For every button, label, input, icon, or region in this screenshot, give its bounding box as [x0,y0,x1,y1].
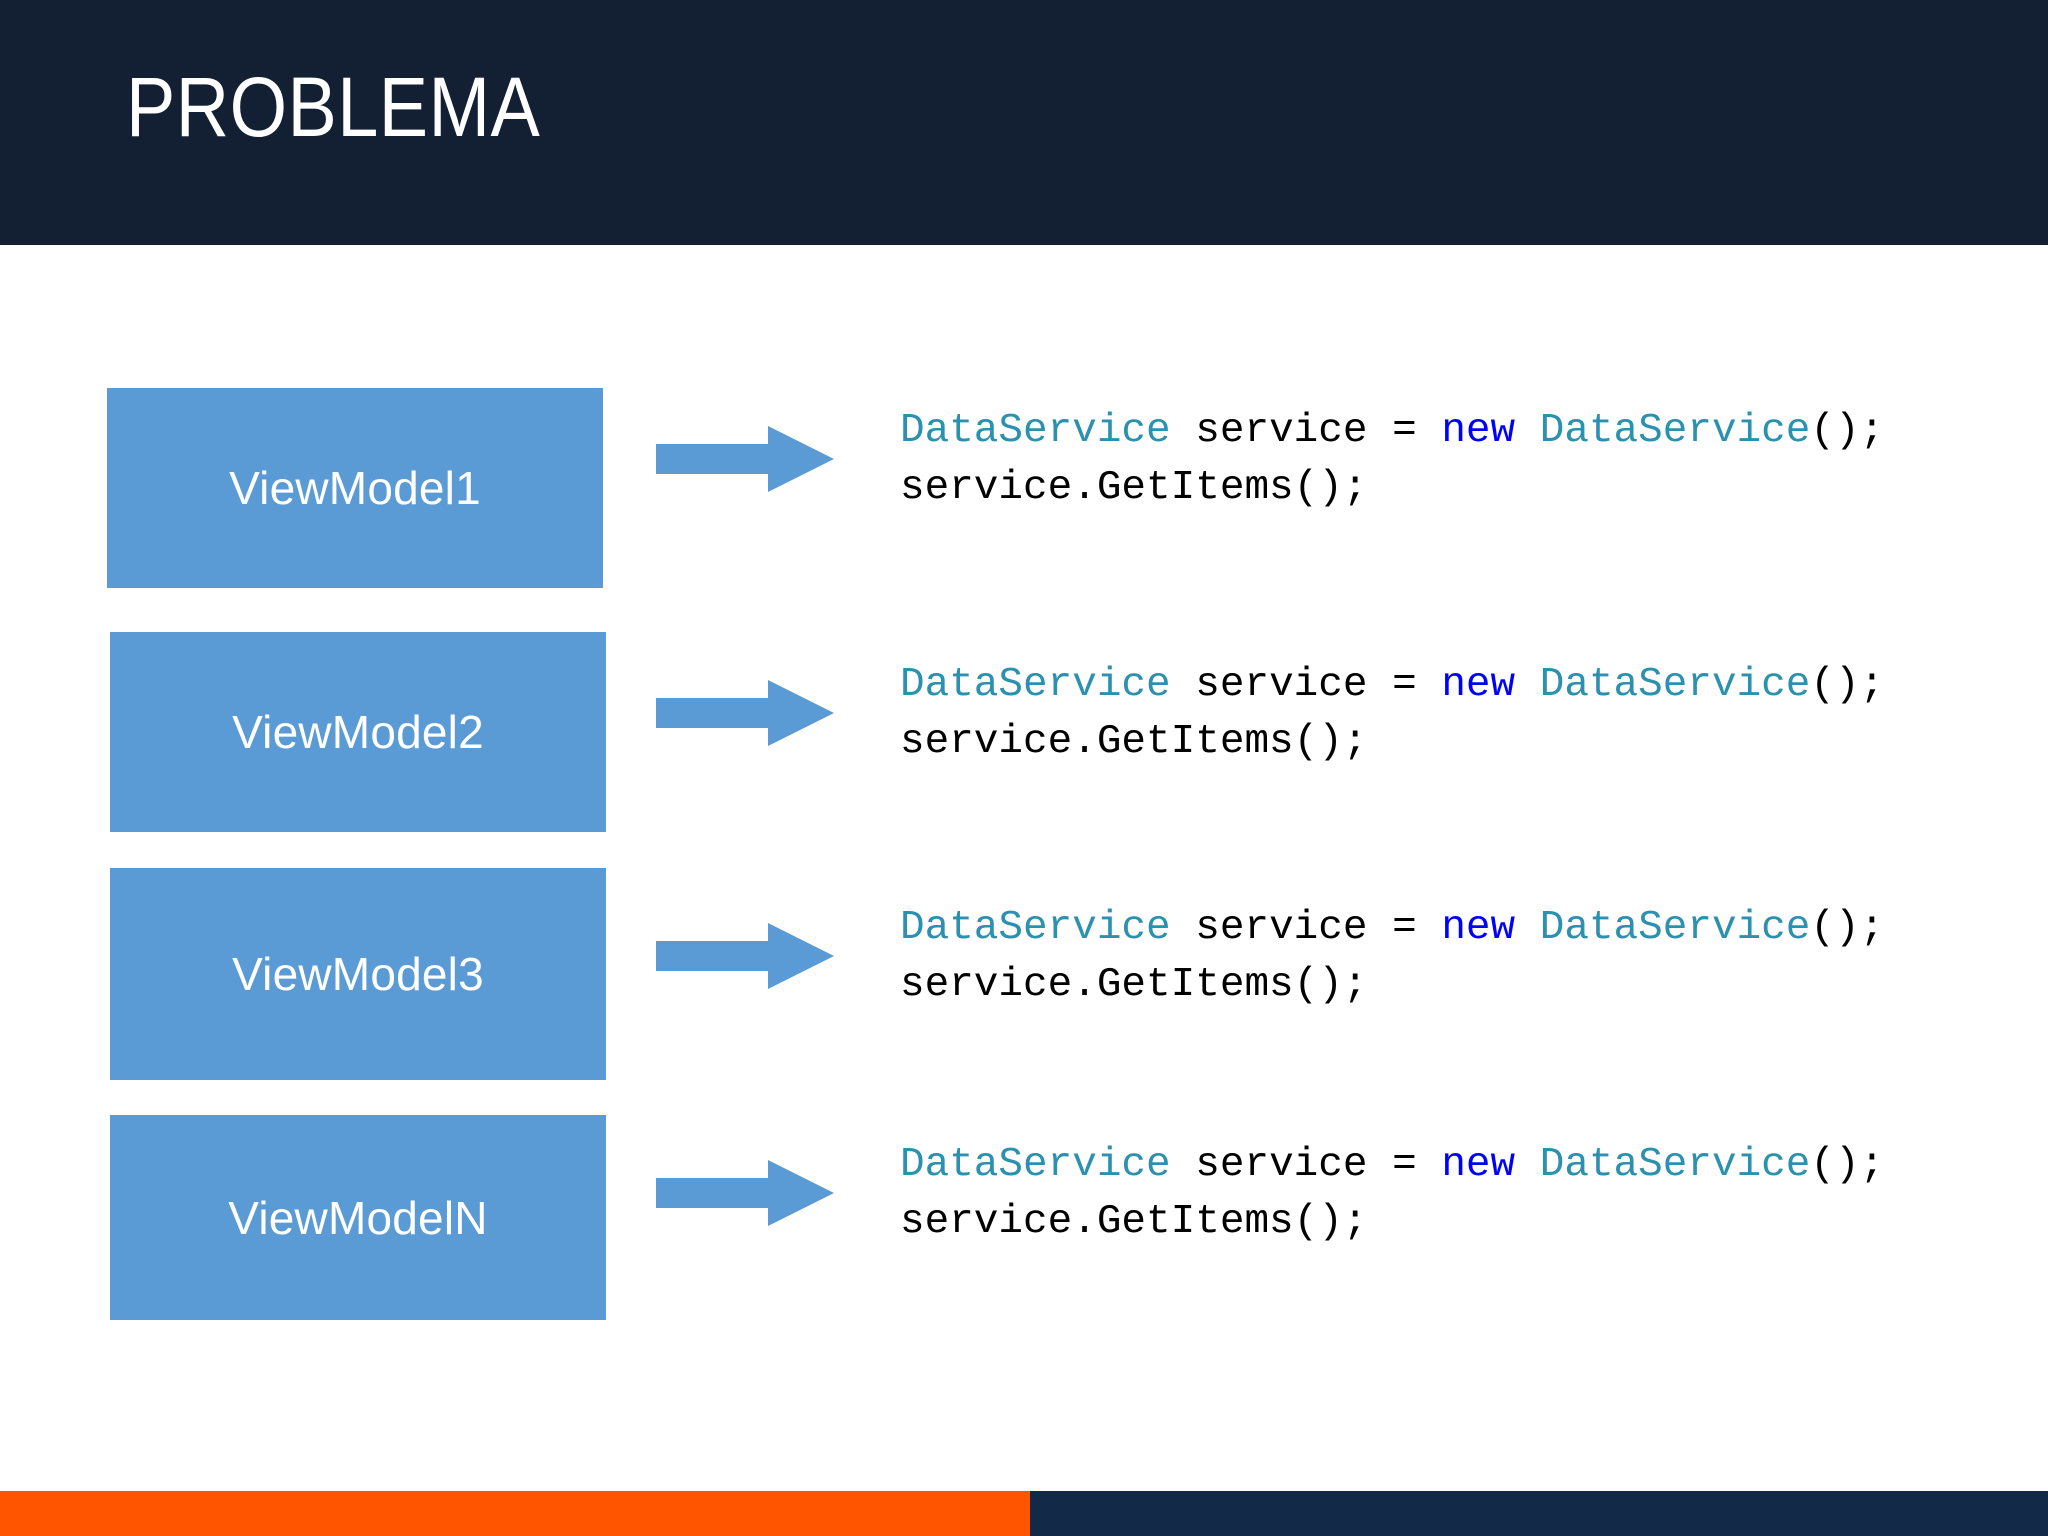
code-token-plain: (); [1810,1142,1885,1188]
code-token-plain: service.GetItems(); [900,1199,1368,1245]
code-token-plain: service.GetItems(); [900,465,1368,511]
code-line: service.GetItems(); [900,714,1960,771]
code-line: DataService service = new DataService(); [900,900,1960,957]
page-title: PROBLEMA [126,60,541,154]
code-token-plain [1515,408,1540,454]
right-block-arrow-icon [656,680,834,746]
diagram-row: ViewModel2 DataService service = new Dat… [0,632,2048,832]
diagram-row: ViewModel3 DataService service = new Dat… [0,868,2048,1080]
code-line: DataService service = new DataService(); [900,1137,1960,1194]
viewmodel-box-label: ViewModelN [228,1191,488,1244]
footer-accent-bar [0,1491,2048,1536]
code-line: DataService service = new DataService(); [900,657,1960,714]
right-block-arrow-icon [656,1160,834,1226]
code-token-keyword: new [1441,1142,1516,1188]
code-token-type: DataService [1539,662,1811,708]
code-token-plain: service.GetItems(); [900,962,1368,1008]
code-line: service.GetItems(); [900,1194,1960,1251]
code-token-plain: service.GetItems(); [900,719,1368,765]
viewmodel-box-label: ViewModel2 [232,706,484,758]
code-token-plain: service = [1170,1142,1442,1188]
footer-accent-left [0,1491,1031,1536]
code-token-plain: service = [1170,905,1442,951]
title-band: PROBLEMA [0,0,2048,245]
code-token-type: DataService [900,662,1171,708]
code-token-plain: (); [1810,662,1885,708]
code-token-type: DataService [900,408,1171,454]
code-token-keyword: new [1441,408,1516,454]
code-token-plain: service = [1170,662,1442,708]
viewmodel-box[interactable]: ViewModel1 [107,388,603,588]
footer-accent-right [1030,1491,2048,1536]
viewmodel-box[interactable]: ViewModelN [110,1115,606,1320]
code-token-type: DataService [900,1142,1171,1188]
code-snippet: DataService service = new DataService();… [900,1137,1960,1251]
code-token-keyword: new [1441,662,1516,708]
code-token-type: DataService [1539,408,1811,454]
code-line: service.GetItems(); [900,957,1960,1014]
code-snippet: DataService service = new DataService();… [900,657,1960,771]
code-token-plain: (); [1810,408,1885,454]
code-token-type: DataService [1539,905,1811,951]
code-token-keyword: new [1441,905,1516,951]
viewmodel-box[interactable]: ViewModel2 [110,632,606,832]
code-token-plain [1515,905,1540,951]
code-token-plain [1515,662,1540,708]
viewmodel-box[interactable]: ViewModel3 [110,868,606,1080]
code-token-type: DataService [1539,1142,1811,1188]
viewmodel-box-label: ViewModel1 [229,462,481,514]
code-snippet: DataService service = new DataService();… [900,900,1960,1014]
code-line: DataService service = new DataService(); [900,403,1960,460]
diagram-row: ViewModel1 DataService service = new Dat… [0,388,2048,588]
diagram-area: ViewModel1 DataService service = new Dat… [0,245,2048,1491]
code-snippet: DataService service = new DataService();… [900,403,1960,517]
diagram-row: ViewModelN DataService service = new Dat… [0,1115,2048,1320]
code-token-plain: service = [1170,408,1442,454]
code-token-plain: (); [1810,905,1885,951]
code-token-type: DataService [900,905,1171,951]
right-block-arrow-icon [656,426,834,492]
code-token-plain [1515,1142,1540,1188]
right-block-arrow-icon [656,923,834,989]
code-line: service.GetItems(); [900,460,1960,517]
viewmodel-box-label: ViewModel3 [232,948,484,1000]
